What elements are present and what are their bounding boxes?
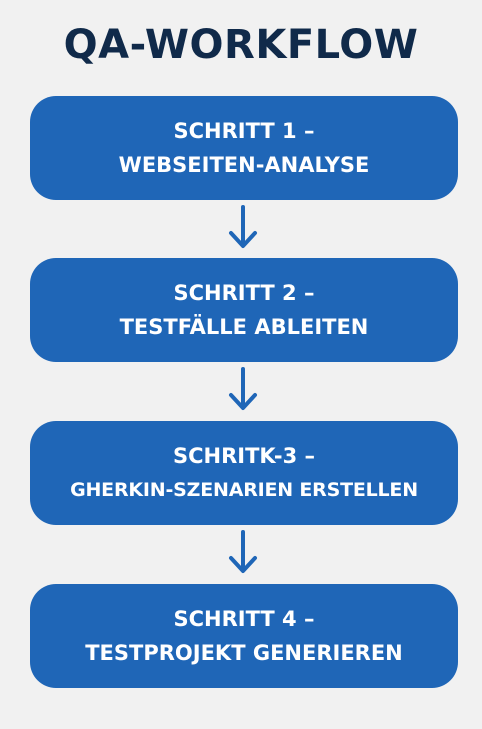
step-1-label: WEBSEITEN-ANALYSE	[118, 153, 370, 177]
step-2-heading: SCHRITT 2 –	[173, 281, 315, 305]
step-box-3: SCHRITK-3 – GHERKIN-SZENARIEN ERSTELLEN	[30, 421, 458, 525]
step-1-heading: SCHRITT 1 –	[173, 119, 315, 143]
arrow-down-icon	[229, 205, 257, 248]
step-4-label: TESTPROJEKT GENERIEREN	[85, 641, 403, 665]
diagram-title: QA-WORKFLOW	[63, 22, 419, 68]
step-box-1: SCHRITT 1 – WEBSEITEN-ANALYSE	[30, 96, 458, 200]
arrow-down-icon	[229, 367, 257, 410]
step-box-4: SCHRITT 4 – TESTPROJEKT GENERIEREN	[30, 584, 458, 688]
arrow-down-icon	[229, 530, 257, 573]
step-3-heading: SCHRITK-3 –	[172, 444, 315, 468]
step-box-2: SCHRITT 2 – TESTFÄLLE ABLEITEN	[30, 258, 458, 362]
step-2-label: TESTFÄLLE ABLEITEN	[119, 315, 369, 339]
step-4-heading: SCHRITT 4 –	[173, 607, 315, 631]
step-3-label: GHERKIN-SZENARIEN ERSTELLEN	[70, 479, 418, 501]
